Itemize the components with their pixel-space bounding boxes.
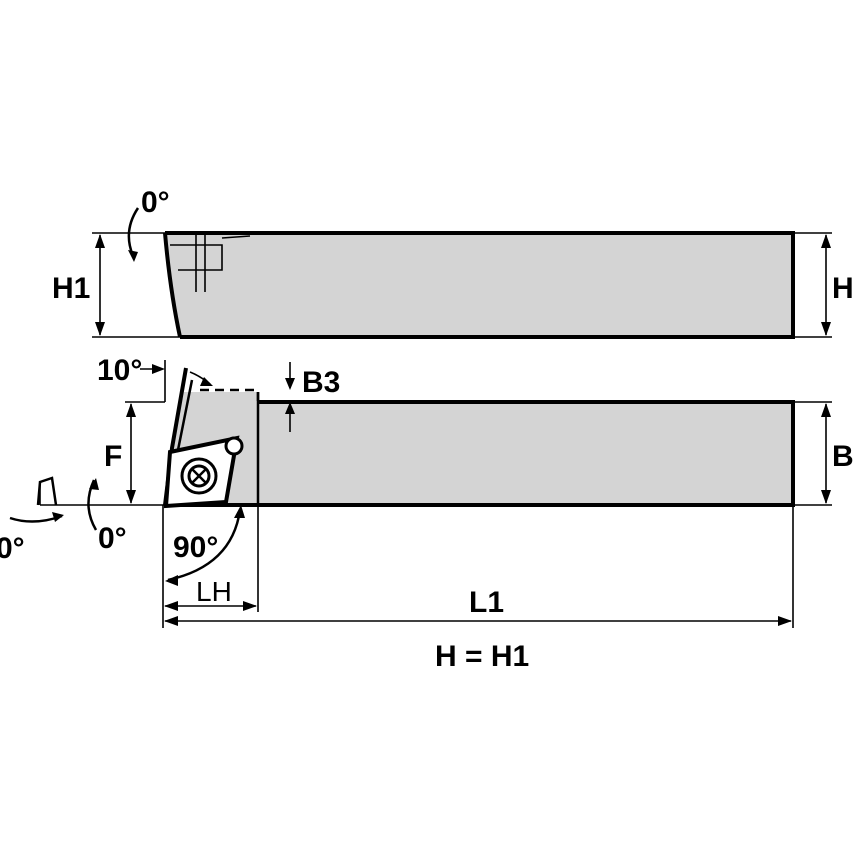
insert-side-icon (36, 476, 58, 506)
insert-screw-torx-icon (191, 468, 207, 484)
b3-dashed-outline (200, 388, 260, 402)
h1-arrow-bottom (95, 322, 105, 336)
side-view-nose-edge (163, 232, 182, 338)
angle-0-arrow (89, 478, 99, 490)
angle-10-arc-arrow (200, 377, 213, 386)
lh-arrow-right (243, 601, 257, 611)
angle-90-arc (167, 509, 242, 582)
lh-label: LH (196, 576, 232, 607)
b-arrow-bottom (821, 490, 831, 504)
angle-90-arrow-bottom (165, 575, 178, 586)
h-equals-h1-label: H = H1 (435, 640, 529, 673)
f-arrow-top (126, 403, 136, 417)
side-view-insert-pocket (170, 235, 251, 292)
side-view-outline (165, 231, 795, 339)
angle-0-left-label: 0° (0, 532, 25, 565)
top-angle-arrow (128, 250, 138, 262)
clamp-pin (224, 436, 244, 456)
angle-90-arrow-top (234, 505, 245, 518)
h-arrow-bottom (821, 322, 831, 336)
l1-arrow-left (164, 616, 178, 626)
l1-label: L1 (469, 586, 504, 619)
top-view: 10° B3 F B 0° 0° 90° LH L1 H = H1 (0, 354, 854, 673)
top-view-head-edge-2 (176, 379, 194, 451)
angle-0-small-label: 0° (98, 522, 127, 555)
h-arrow-top (821, 234, 831, 248)
b3-arrow-bottom (285, 402, 295, 414)
b3-arrow-top (285, 378, 295, 390)
b-arrow-top (821, 403, 831, 417)
lh-arrow-left (164, 601, 178, 611)
h1-label: H1 (52, 272, 90, 305)
small-angle-arrow (52, 512, 64, 522)
side-view: 0° H1 H (52, 186, 854, 339)
b-label: B (832, 440, 854, 473)
angle-10-arrow (152, 364, 165, 374)
h-label: H (832, 272, 854, 305)
f-label: F (104, 440, 122, 473)
insert-screw-ring (187, 464, 211, 488)
top-angle-label: 0° (141, 186, 170, 219)
b3-label: B3 (302, 366, 340, 399)
angle-10-label: 10° (97, 354, 142, 387)
top-view-shank (258, 402, 793, 505)
side-view-shank (165, 233, 793, 337)
angle-90-label: 90° (173, 531, 218, 564)
f-arrow-bottom (126, 490, 136, 504)
h1-arrow-top (95, 234, 105, 248)
l1-arrow-right (778, 616, 792, 626)
top-view-outline (258, 400, 795, 507)
